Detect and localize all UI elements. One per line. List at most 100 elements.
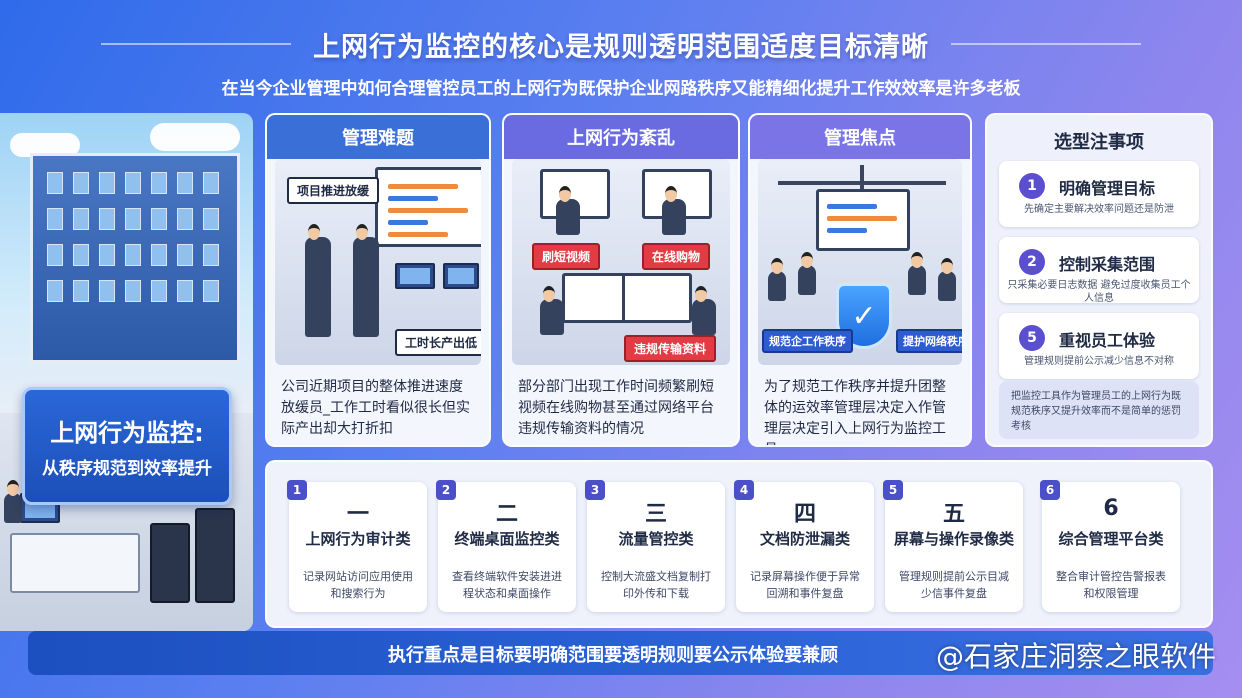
note-number: 5 (1019, 325, 1045, 351)
tag-short-video: 刷短视频 (532, 243, 601, 270)
tag-online-shopping: 在线购物 (642, 243, 711, 270)
tag-long-hours-low-output: 工时长产出低 (395, 329, 481, 356)
monitor (443, 263, 479, 289)
hero-badge: 上网行为监控: 从秩序规范到效率提升 (22, 387, 232, 505)
card-title: 管理难题 (267, 115, 489, 159)
card-title: 管理焦点 (750, 115, 970, 159)
category-description: 管理规则提前公示目减少信事件复盘 (899, 570, 1009, 600)
category-title: 文档防泄漏类 (759, 530, 850, 548)
note-description: 先确定主要解决效率问题还是防泄 (1024, 204, 1174, 215)
tool-categories-panel: 1 一 上网行为审计类 记录网站访问应用使用和搜索行为 2 二 终端桌面监控类 … (265, 460, 1213, 628)
note-number: 1 (1019, 173, 1045, 199)
note-item: 5 重视员工体验 管理规则提前公示减少信息不对称 (999, 313, 1199, 379)
card-illustration: 刷短视频 在线购物 违规传输资料 (512, 159, 730, 365)
page-title: 上网行为监控的核心是规则透明范围适度目标清晰 (313, 31, 929, 63)
note-number: 2 (1019, 249, 1045, 275)
employee-figure (768, 258, 786, 301)
category-badge: 5 (883, 480, 903, 500)
card-management-problem: 管理难题 项目推进放缓 工时长产出低 公司近期项目的整体推进速度放缓员_工作工时… (265, 113, 491, 447)
monitor-screen (622, 273, 692, 323)
balance-scale (860, 165, 864, 199)
category-title: 流量管控类 (618, 530, 694, 548)
footer-text: 执行重点是目标要明确范围要透明规则要公示体验要兼顾 (388, 645, 838, 666)
cloud-shape (150, 123, 240, 151)
category-card: 3 三 流量管控类 控制大流盛文档复制打印外传和下载 (585, 480, 725, 612)
tag-illegal-transfer: 违规传输资料 (624, 335, 717, 362)
dashboard-screen (816, 189, 910, 251)
category-numeral: 四 (793, 502, 816, 527)
employee-figure (908, 252, 926, 295)
category-card: 4 四 文档防泄漏类 记录屏幕操作便于异常回溯和事件复盘 (734, 480, 874, 612)
employee-figure (540, 286, 564, 335)
selection-notes-panel: 选型注事项 1 明确管理目标 先确定主要解决效率问题还是防泄 2 控制采集范围 … (985, 113, 1213, 447)
tag-work-order: 规范企工作秩序 (762, 329, 853, 353)
title-divider-left (101, 43, 291, 45)
category-card: 6 6 综合管理平台类 整合审计管控告警报表和权限管理 (1040, 480, 1180, 612)
note-heading: 明确管理目标 (1059, 179, 1156, 198)
footer-banner: 执行重点是目标要明确范围要透明规则要公示体验要兼顾 (28, 631, 1213, 675)
category-badge: 4 (734, 480, 754, 500)
category-numeral: 三 (644, 502, 667, 527)
page-subtitle: 在当今企业管理中如何合理管控员工的上网行为既保护企业网路秩序又能精细化提升工作效… (221, 79, 1021, 99)
header: 上网行为监控的核心是规则透明范围适度目标清晰 (0, 22, 1242, 66)
employee-figure (798, 252, 816, 295)
note-heading: 重视员工体验 (1059, 331, 1156, 350)
note-description: 只采集必要日志数据 避免过度收集员工个人信息 (1007, 280, 1191, 304)
note-item: 2 控制采集范围 只采集必要日志数据 避免过度收集员工个人信息 (999, 237, 1199, 304)
employee-figure (938, 258, 956, 301)
notes-summary: 把监控工具作为管理员工的上网行为既规范秩序又提升效率而不是简单的惩罚考核 (999, 381, 1199, 439)
category-title: 综合管理平台类 (1058, 530, 1164, 548)
notes-title: 选型注事项 (1054, 132, 1144, 153)
server-rack (195, 508, 235, 603)
card-description: 部分部门出现工作时间频繁刷短视频在线购物甚至通过网络平台违规传输资料的情况 (518, 379, 714, 437)
category-card: 5 五 屏幕与操作录像类 管理规则提前公示目减少信事件复盘 (883, 480, 1023, 612)
desk (10, 533, 140, 593)
category-description: 记录网站访问应用使用和搜索行为 (303, 570, 413, 600)
card-illustration: 项目推进放缓 工时长产出低 (275, 159, 481, 365)
card-illustration: ✓ 规范企工作秩序 提护网络秩序 (758, 159, 962, 365)
category-badge: 3 (585, 480, 605, 500)
category-card: 1 一 上网行为审计类 记录网站访问应用使用和搜索行为 (287, 480, 427, 612)
office-building (30, 153, 240, 363)
category-description: 查看终端软件安装进进程状态和桌面操作 (452, 570, 562, 600)
note-description: 管理规则提前公示减少信息不对称 (1024, 356, 1174, 367)
category-badge: 6 (1040, 480, 1060, 500)
category-title: 终端桌面监控类 (454, 530, 560, 548)
category-numeral: 6 (1103, 496, 1119, 521)
card-management-focus: 管理焦点 ✓ 规范企工作秩序 提护网络秩序 为了规范工作秩序并提升团整体的运效率… (748, 113, 972, 447)
monitor-screen (540, 169, 610, 219)
hero-subtitle: 从秩序规范到效率提升 (42, 459, 212, 479)
employee-figure (556, 186, 580, 235)
card-description: 为了规范工作秩序并提升团整体的运效率管理层决定入作管理层决定引入上网行为监控工具 (764, 379, 946, 445)
tag-project-slowdown: 项目推进放缓 (287, 177, 380, 204)
manager-figure (353, 224, 379, 337)
hero-title: 上网行为监控: (50, 419, 204, 447)
manager-figure (305, 224, 331, 337)
note-item: 1 明确管理目标 先确定主要解决效率问题还是防泄 (999, 161, 1199, 227)
category-numeral: 五 (942, 502, 965, 527)
hero-illustration: 上网行为监控: 从秩序规范到效率提升 (0, 113, 253, 631)
monitor (395, 263, 435, 289)
employee-figure (662, 186, 686, 235)
category-description: 控制大流盛文档复制打印外传和下载 (601, 570, 711, 600)
category-description: 记录屏幕操作便于异常回溯和事件复盘 (750, 570, 860, 600)
server-rack (150, 523, 190, 603)
watermark: @石家庄洞察之眼软件 (935, 640, 1216, 673)
card-description: 公司近期项目的整体推进速度放缓员_工作工时看似很长但实际产出却大打折扣 (281, 379, 470, 437)
category-badge: 2 (436, 480, 456, 500)
card-online-behavior-disorder: 上网行为紊乱 刷短视频 在线购物 违规传输资料 部分部门出现工作时间频繁刷短视频… (502, 113, 740, 447)
category-numeral: 二 (495, 502, 518, 527)
category-numeral: 一 (346, 502, 369, 527)
title-divider-right (951, 43, 1141, 45)
card-title: 上网行为紊乱 (504, 115, 738, 159)
category-badge: 1 (287, 480, 307, 500)
employee-figure (4, 480, 22, 523)
category-description: 整合审计管控告警报表和权限管理 (1056, 570, 1166, 600)
note-heading: 控制采集范围 (1059, 255, 1156, 274)
tag-network-order: 提护网络秩序 (896, 329, 962, 353)
category-title: 上网行为审计类 (305, 530, 411, 548)
category-title: 屏幕与操作录像类 (893, 530, 1014, 548)
chart-screen (375, 167, 481, 247)
category-card: 2 二 终端桌面监控类 查看终端软件安装进进程状态和桌面操作 (436, 480, 576, 612)
employee-figure (692, 286, 716, 335)
